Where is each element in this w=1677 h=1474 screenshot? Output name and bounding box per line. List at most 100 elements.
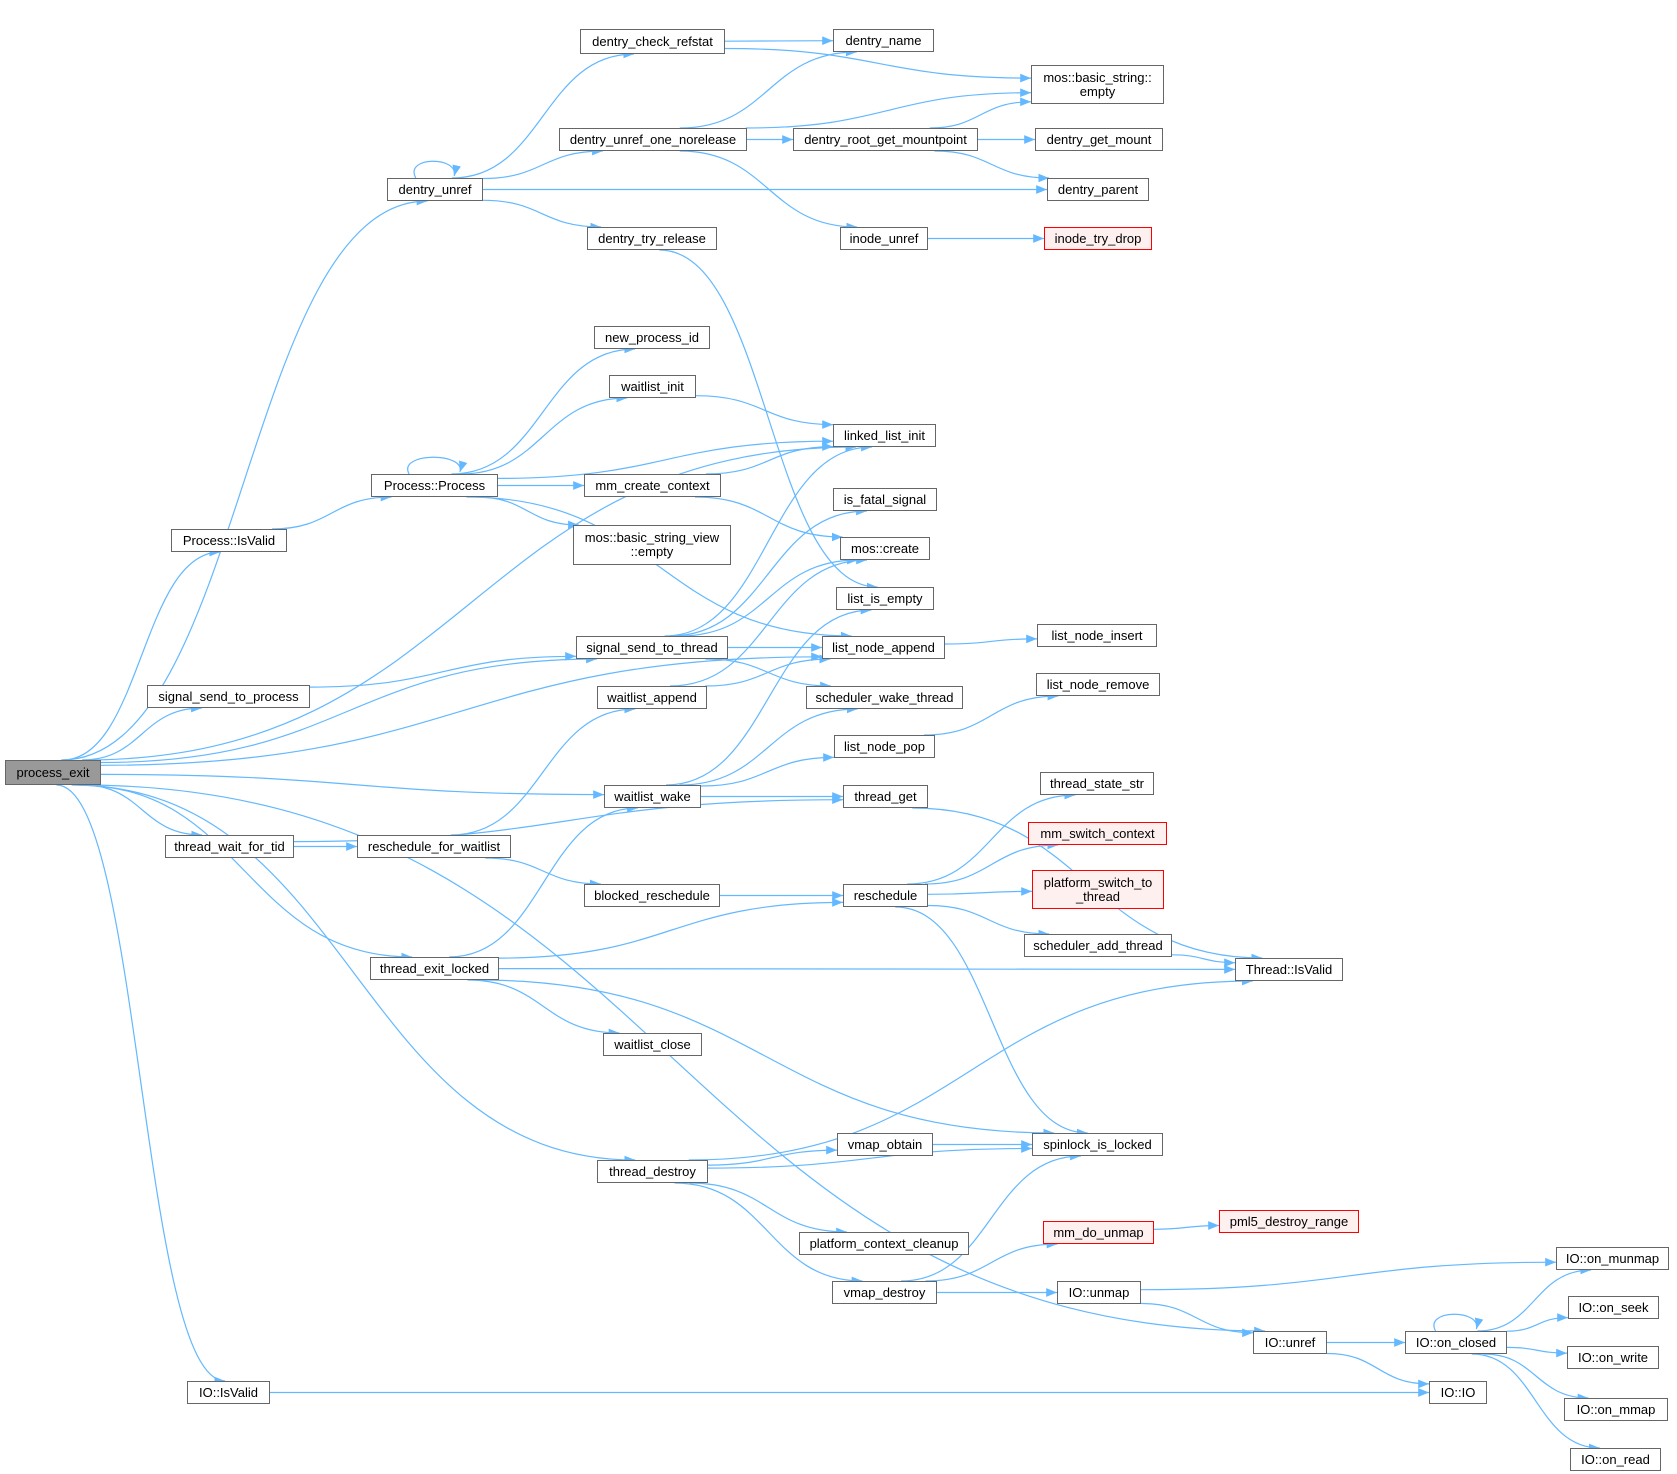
node-process-isvalid[interactable]: Process::IsValid: [171, 529, 287, 552]
node-dentry-parent[interactable]: dentry_parent: [1047, 178, 1149, 201]
node-new-process-id[interactable]: new_process_id: [594, 326, 710, 349]
edge-vmap-destroy-to-spinlock-is-locked: [901, 1151, 1081, 1282]
node-waitlist-init[interactable]: waitlist_init: [609, 375, 696, 398]
edge-reschedule-to-thread-state-str: [907, 790, 1076, 885]
node-io-unref[interactable]: IO::unref: [1253, 1331, 1327, 1354]
node-list-node-insert[interactable]: list_node_insert: [1037, 624, 1157, 647]
node-inode-try-drop[interactable]: inode_try_drop: [1044, 227, 1152, 250]
node-list-node-append[interactable]: list_node_append: [822, 636, 945, 659]
node-linked-list-init[interactable]: linked_list_init: [833, 424, 936, 447]
edge-waitlist-wake-to-list-is-empty: [665, 605, 872, 786]
node-platform-context-cleanup[interactable]: platform_context_cleanup: [799, 1232, 969, 1255]
node-blocked-reschedule[interactable]: blocked_reschedule: [584, 884, 720, 907]
node-io-isvalid[interactable]: IO::IsValid: [187, 1381, 270, 1404]
node-list-is-empty[interactable]: list_is_empty: [836, 587, 934, 610]
edge-mm-do-unmap-to-pml5-destroy-range: [1153, 1221, 1220, 1230]
node-label: dentry_root_get_mountpoint: [804, 131, 967, 147]
node-dentry-get-mount[interactable]: dentry_get_mount: [1035, 128, 1163, 151]
node-label: reschedule_for_waitlist: [367, 838, 501, 854]
node-io-on-closed[interactable]: IO::on_closed: [1405, 1331, 1507, 1354]
edge-thread-destroy-to-thread-isvalid: [688, 976, 1253, 1161]
node-label: IO::on_munmap: [1565, 1250, 1660, 1266]
edge-io-unmap-to-io-unref: [1140, 1302, 1254, 1338]
node-io-unmap[interactable]: IO::unmap: [1057, 1281, 1141, 1304]
edge-reschedule-to-scheduler-add-thread: [927, 904, 1050, 939]
edge-io-on-closed-to-io-on-read: [1471, 1353, 1600, 1453]
edge-process-exit-to-dentry-unref: [61, 196, 428, 761]
node-label: waitlist_close: [614, 1036, 691, 1052]
node-io-on-seek[interactable]: IO::on_seek: [1568, 1296, 1659, 1319]
edge-thread-exit-locked-to-reschedule: [498, 898, 844, 959]
node-dentry-unref[interactable]: dentry_unref: [387, 178, 483, 201]
node-io-io[interactable]: IO::IO: [1429, 1381, 1487, 1404]
node-io-on-mmap[interactable]: IO::on_mmap: [1564, 1398, 1668, 1421]
node-platform-switch-to-thread[interactable]: platform_switch_to _thread: [1032, 870, 1164, 909]
node-label: vmap_obtain: [847, 1136, 923, 1152]
node-is-fatal-signal[interactable]: is_fatal_signal: [833, 488, 937, 511]
node-process-process[interactable]: Process::Process: [371, 474, 498, 497]
node-list-node-pop[interactable]: list_node_pop: [834, 735, 935, 758]
node-label: reschedule: [853, 887, 918, 903]
node-signal-send-to-thread[interactable]: signal_send_to_thread: [576, 636, 728, 659]
node-thread-destroy[interactable]: thread_destroy: [597, 1160, 708, 1183]
node-label: new_process_id: [605, 329, 699, 345]
edge-reschedule-to-mm-switch-context: [924, 840, 1059, 885]
node-basic-string-view-empty[interactable]: mos::basic_string_view ::empty: [573, 525, 731, 565]
edge-thread-exit-locked-to-thread-isvalid: [498, 965, 1236, 974]
node-label: dentry_unref_one_norelease: [569, 131, 737, 147]
node-label: thread_get: [854, 788, 917, 804]
node-io-on-munmap[interactable]: IO::on_munmap: [1556, 1247, 1669, 1270]
node-thread-get[interactable]: thread_get: [843, 785, 928, 808]
node-process-exit: process_exit: [5, 760, 101, 785]
node-mm-create-context[interactable]: mm_create_context: [584, 474, 721, 497]
edge-process-exit-to-thread-exit-locked: [77, 784, 413, 962]
node-dentry-try-release[interactable]: dentry_try_release: [587, 227, 717, 250]
node-thread-isvalid[interactable]: Thread::IsValid: [1235, 958, 1343, 981]
node-scheduler-wake-thread[interactable]: scheduler_wake_thread: [806, 686, 963, 709]
node-label: blocked_reschedule: [594, 887, 710, 903]
node-label: scheduler_wake_thread: [815, 689, 954, 705]
node-waitlist-append[interactable]: waitlist_append: [597, 686, 707, 709]
edge-scheduler-add-thread-to-thread-isvalid: [1171, 954, 1236, 968]
node-mm-switch-context[interactable]: mm_switch_context: [1028, 822, 1167, 845]
node-reschedule[interactable]: reschedule: [843, 884, 928, 907]
node-dentry-root-get-mountpoint[interactable]: dentry_root_get_mountpoint: [793, 128, 978, 151]
node-label: waitlist_wake: [614, 788, 691, 804]
node-inode-unref[interactable]: inode_unref: [840, 227, 928, 250]
node-mos-create[interactable]: mos::create: [840, 537, 930, 560]
node-thread-state-str[interactable]: thread_state_str: [1040, 772, 1154, 795]
node-dentry-name[interactable]: dentry_name: [833, 29, 934, 52]
node-pml5-destroy-range[interactable]: pml5_destroy_range: [1219, 1210, 1359, 1233]
node-basic-string-empty[interactable]: mos::basic_string:: empty: [1031, 65, 1164, 104]
edge-dentry-root-get-mountpoint-to-basic-string-empty: [929, 97, 1032, 129]
node-io-on-read[interactable]: IO::on_read: [1570, 1448, 1661, 1471]
node-label: IO::IsValid: [198, 1384, 258, 1400]
edge-signal-send-to-thread-to-mos-create: [679, 555, 858, 637]
edge-thread-exit-locked-to-waitlist-wake: [449, 803, 638, 958]
node-scheduler-add-thread[interactable]: scheduler_add_thread: [1024, 934, 1172, 957]
node-mm-do-unmap[interactable]: mm_do_unmap: [1043, 1221, 1154, 1244]
node-label: is_fatal_signal: [843, 491, 927, 507]
edge-io-on-closed-to-io-on-seek: [1506, 1313, 1569, 1332]
edge-process-exit-to-signal-send-to-process: [81, 703, 202, 761]
node-vmap-destroy[interactable]: vmap_destroy: [832, 1281, 937, 1304]
edge-thread-destroy-to-vmap-destroy: [674, 1182, 863, 1286]
node-thread-wait-for-tid[interactable]: thread_wait_for_tid: [165, 835, 294, 858]
edge-process-isvalid-to-process-process: [271, 492, 392, 530]
node-signal-send-to-process[interactable]: signal_send_to_process: [147, 685, 310, 708]
node-label: mos::basic_string_view ::empty: [584, 530, 720, 559]
node-label: dentry_name: [845, 32, 922, 48]
node-list-node-remove[interactable]: list_node_remove: [1036, 673, 1160, 696]
node-dentry-unref-one-norelease[interactable]: dentry_unref_one_norelease: [559, 128, 747, 151]
edge-dentry-unref-to-dentry-check-refstat: [451, 49, 635, 179]
node-waitlist-close[interactable]: waitlist_close: [603, 1033, 702, 1056]
node-io-on-write[interactable]: IO::on_write: [1567, 1346, 1659, 1369]
node-vmap-obtain[interactable]: vmap_obtain: [837, 1133, 933, 1156]
node-dentry-check-refstat[interactable]: dentry_check_refstat: [580, 29, 725, 54]
node-reschedule-for-waitlist[interactable]: reschedule_for_waitlist: [357, 835, 511, 858]
edge-thread-destroy-to-vmap-obtain: [707, 1145, 838, 1166]
node-waitlist-wake[interactable]: waitlist_wake: [604, 785, 701, 808]
node-label: Thread::IsValid: [1245, 961, 1333, 977]
node-thread-exit-locked[interactable]: thread_exit_locked: [370, 957, 499, 980]
node-spinlock-is-locked[interactable]: spinlock_is_locked: [1032, 1133, 1163, 1156]
